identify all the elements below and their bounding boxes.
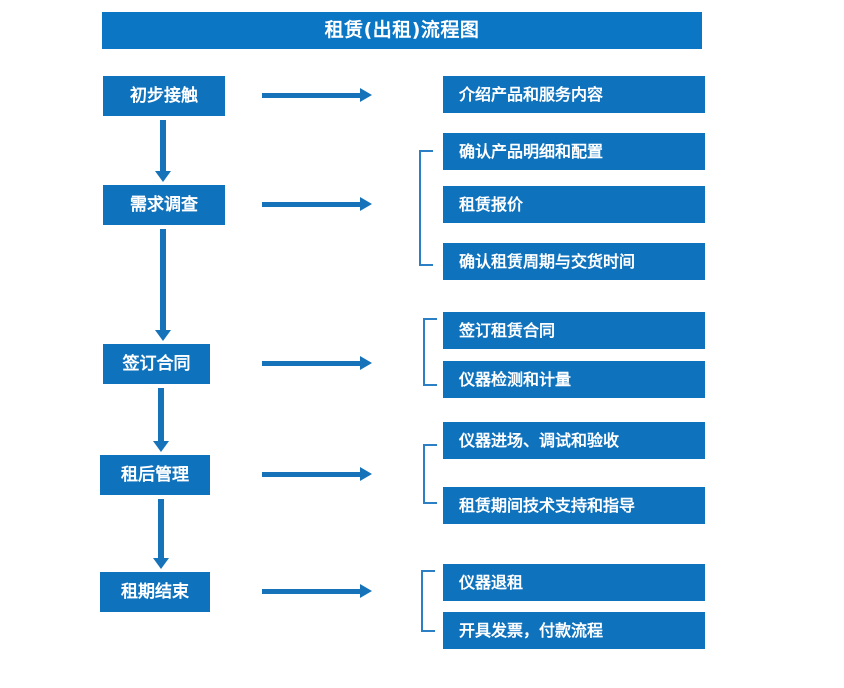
- stage-node-1-label: 初步接触: [130, 85, 198, 106]
- detail-node-g4-1[interactable]: 仪器进场、调试和验收: [443, 422, 705, 459]
- detail-node-g5-2[interactable]: 开具发票，付款流程: [443, 612, 705, 649]
- detail-node-g4-2[interactable]: 租赁期间技术支持和指导: [443, 487, 705, 524]
- group-bracket-5: [421, 570, 435, 632]
- stage-node-5[interactable]: 租期结束: [100, 572, 210, 612]
- detail-node-g2-3-label: 确认租赁周期与交货时间: [459, 251, 636, 271]
- page-title: 租赁(出租)流程图: [324, 19, 480, 41]
- detail-node-g3-2[interactable]: 仪器检测和计量: [443, 361, 705, 398]
- detail-node-g2-1-label: 确认产品明细和配置: [459, 141, 604, 161]
- stage-node-2[interactable]: 需求调查: [103, 185, 225, 225]
- stage-node-4-label: 租后管理: [121, 464, 189, 485]
- detail-node-g5-1[interactable]: 仪器退租: [443, 564, 705, 601]
- detail-node-g3-1-label: 签订租赁合同: [459, 320, 556, 340]
- stage-node-3[interactable]: 签订合同: [103, 344, 210, 384]
- stage-node-5-label: 租期结束: [121, 581, 189, 602]
- detail-node-g3-1[interactable]: 签订租赁合同: [443, 312, 705, 349]
- diagram-title-bar: 租赁(出租)流程图: [102, 12, 702, 49]
- horizontal-arrow-icon-1: [262, 88, 372, 102]
- horizontal-arrow-icon-4: [262, 467, 372, 481]
- detail-node-g4-1-label: 仪器进场、调试和验收: [459, 430, 620, 450]
- vertical-arrow-icon-4: [153, 499, 169, 569]
- detail-node-g2-3[interactable]: 确认租赁周期与交货时间: [443, 243, 705, 280]
- stage-node-1[interactable]: 初步接触: [103, 76, 225, 116]
- detail-node-g5-1-label: 仪器退租: [459, 572, 524, 592]
- detail-node-g1-1-label: 介绍产品和服务内容: [459, 84, 604, 104]
- detail-node-g1-1[interactable]: 介绍产品和服务内容: [443, 76, 705, 113]
- vertical-arrow-icon-2: [155, 229, 171, 341]
- horizontal-arrow-icon-5: [262, 584, 372, 598]
- vertical-arrow-icon-3: [153, 388, 169, 452]
- detail-node-g2-1[interactable]: 确认产品明细和配置: [443, 133, 705, 170]
- stage-node-2-label: 需求调查: [130, 194, 198, 215]
- stage-node-3-label: 签订合同: [122, 353, 191, 374]
- detail-node-g4-2-label: 租赁期间技术支持和指导: [459, 495, 636, 515]
- horizontal-arrow-icon-2: [262, 197, 372, 211]
- group-bracket-3: [423, 318, 437, 386]
- horizontal-arrow-icon-3: [262, 356, 372, 370]
- detail-node-g3-2-label: 仪器检测和计量: [459, 369, 572, 389]
- vertical-arrow-icon-1: [155, 120, 171, 182]
- detail-node-g2-2[interactable]: 租赁报价: [443, 186, 705, 223]
- stage-node-4[interactable]: 租后管理: [100, 455, 210, 495]
- group-bracket-2: [419, 150, 433, 266]
- detail-node-g5-2-label: 开具发票，付款流程: [459, 620, 604, 640]
- detail-node-g2-2-label: 租赁报价: [459, 194, 524, 214]
- group-bracket-4: [423, 444, 437, 504]
